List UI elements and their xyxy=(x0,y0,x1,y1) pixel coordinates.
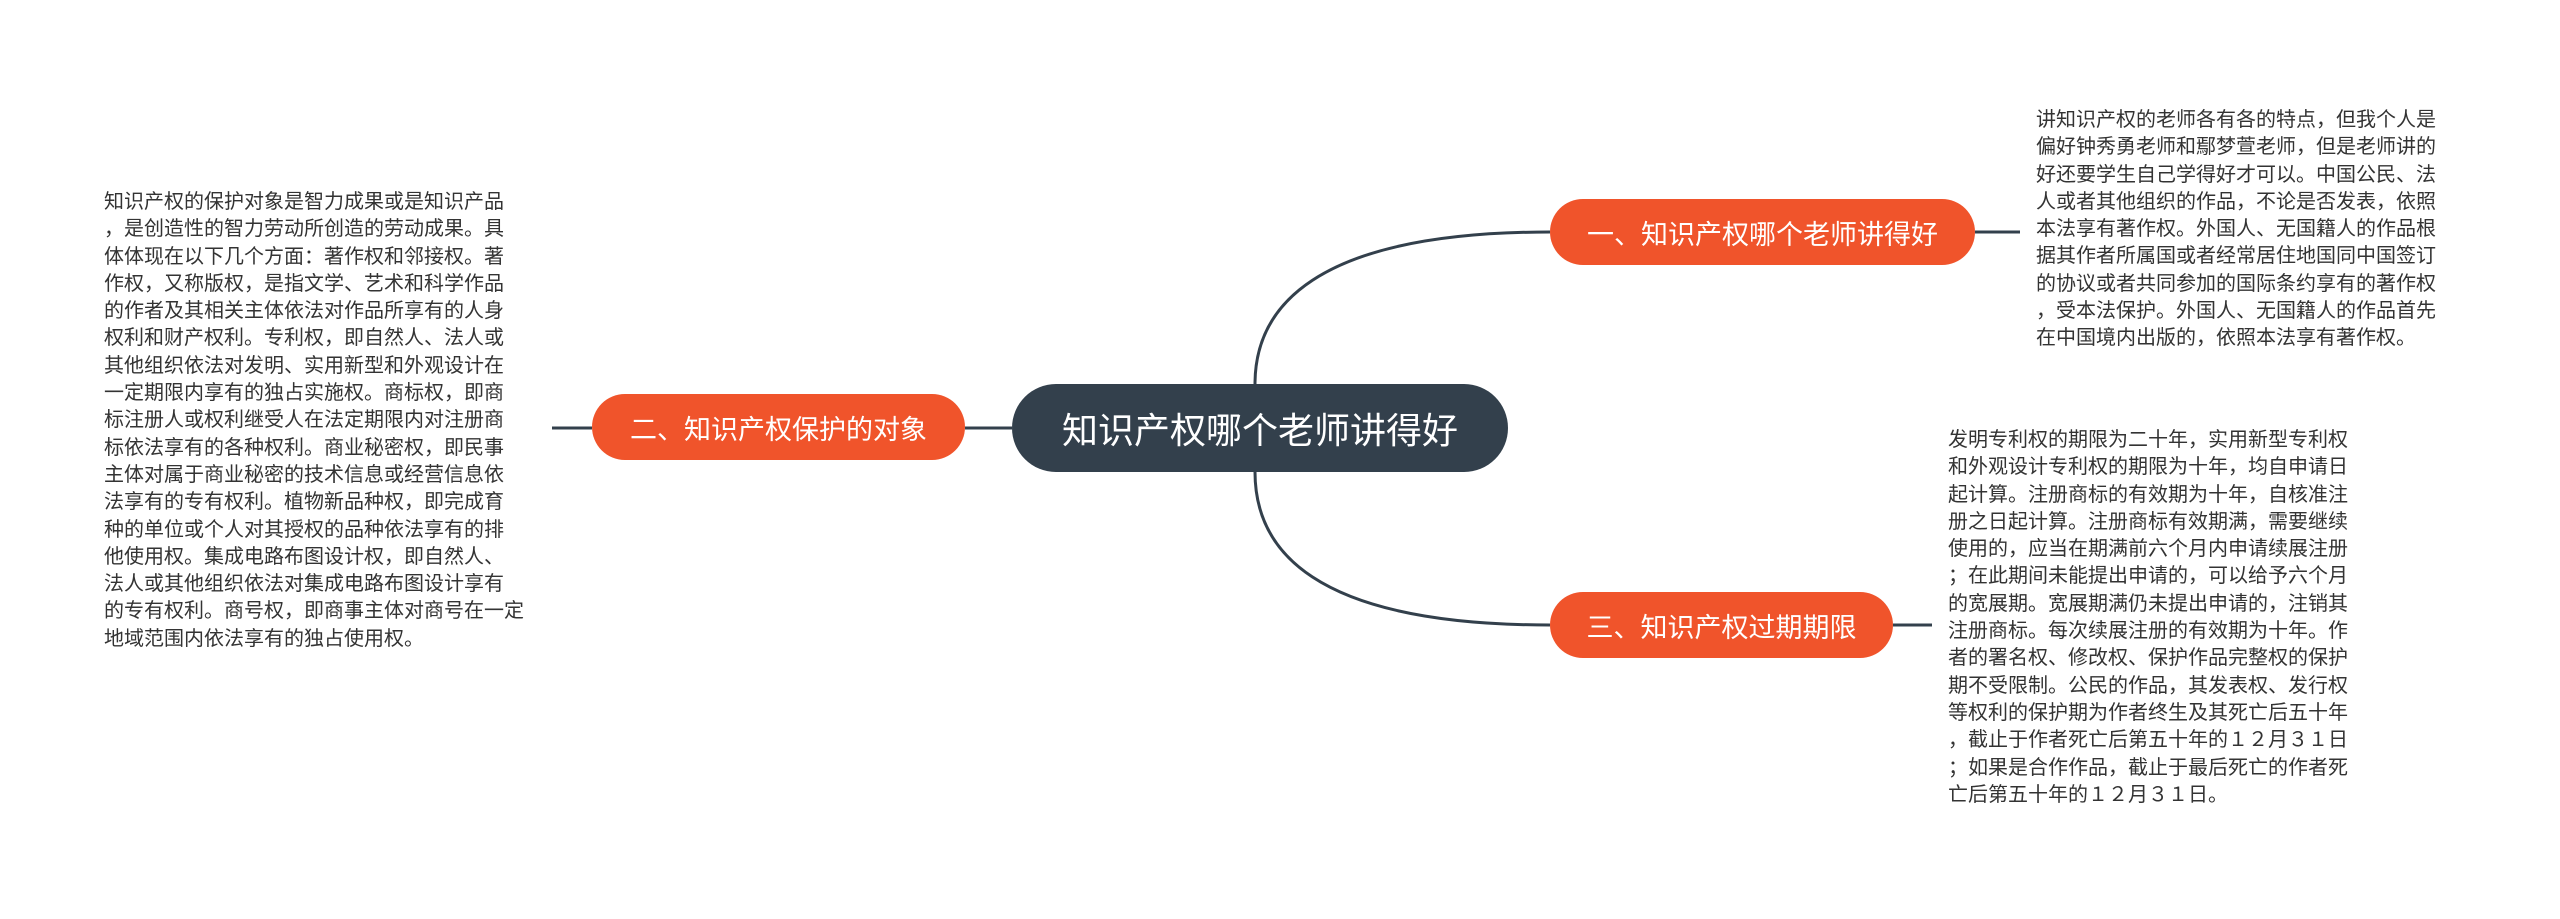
detail-text-line: 起计算。注册商标的有效期为十年，自核准注 xyxy=(1948,481,2348,506)
detail-text-line: ；在此期间未能提出申请的，可以给予六个月 xyxy=(1948,563,2348,588)
branch-topic-expiry-period[interactable]: 三、知识产权过期期限 xyxy=(1550,592,1893,658)
detail-text-line: 地域范围内依法享有的独占使用权。 xyxy=(104,625,424,650)
detail-text-line: 法享有的专有权利。植物新品种权，即完成育 xyxy=(104,489,504,514)
detail-text-line: 一定期限内享有的独占实施权。商标权，即商 xyxy=(104,380,504,405)
detail-text-line: 和外观设计专利权的期限为十年，均自申请日 xyxy=(1948,454,2348,479)
detail-text-expiry-period: 发明专利权的期限为二十年，实用新型专利权和外观设计专利权的期限为十年，均自申请日… xyxy=(1948,426,2348,808)
detail-text-line: 种的单位或个人对其授权的品种依法享有的排 xyxy=(104,516,504,541)
detail-text-protection-objects: 知识产权的保护对象是智力成果或是知识产品 ，是创造性的智力劳动所创造的劳动成果。具… xyxy=(104,188,524,652)
detail-text-line: 标依法享有的各种权利。商业秘密权，即民事 xyxy=(104,434,504,459)
detail-text-line: 他使用权。集成电路布图设计权，即自然人、 xyxy=(104,543,504,568)
detail-text-line: 知识产权的保护对象是智力成果或是知识产品 xyxy=(104,189,504,213)
detail-text-line: 等权利的保护期为作者终生及其死亡后五十年 xyxy=(1948,699,2348,724)
detail-text-line: 注册商标。每次续展注册的有效期为十年。作 xyxy=(1948,618,2348,643)
detail-text-line: 亡后第五十年的１２月３１日。 xyxy=(1948,781,2228,806)
detail-text-line: 法人或其他组织依法对集成电路布图设计享有 xyxy=(104,571,504,596)
detail-text-line: 的作者及其相关主体依法对作品所享有的人身 xyxy=(104,298,504,323)
branch-topic-protection-objects[interactable]: 二、知识产权保护的对象 xyxy=(592,394,965,460)
detail-text-line: 本法享有著作权。外国人、无国籍人的作品根 xyxy=(2036,216,2436,241)
detail-text-line: 的专有权利。商号权，即商事主体对商号在一定 xyxy=(104,598,524,623)
center-topic-label: 知识产权哪个老师讲得好 xyxy=(1061,411,1458,452)
branch-topic-label: 三、知识产权过期期限 xyxy=(1586,612,1857,644)
connector-center-branch-3 xyxy=(1253,471,1551,627)
detail-text-line: 据其作者所属国或者经常居住地国同中国签订 xyxy=(2036,243,2436,268)
branch-topic-label: 一、知识产权哪个老师讲得好 xyxy=(1587,219,1938,251)
detail-text-line: ；如果是合作作品，截止于最后死亡的作者死 xyxy=(1948,754,2348,779)
detail-text-line: 册之日起计算。注册商标有效期满，需要继续 xyxy=(1948,508,2348,533)
detail-text-line: 发明专利权的期限为二十年，实用新型专利权 xyxy=(1948,427,2348,451)
detail-text-line: 其他组织依法对发明、实用新型和外观设计在 xyxy=(104,352,504,377)
connector-center-branch-1 xyxy=(1253,230,1551,385)
center-topic[interactable]: 知识产权哪个老师讲得好 xyxy=(1012,384,1508,472)
detail-text-line: 的协议或者共同参加的国际条约享有的著作权 xyxy=(2036,270,2436,295)
detail-text-line: 好还要学生自己学得好才可以。中国公民、法 xyxy=(2036,161,2436,186)
detail-text-line: 权利和财产权利。专利权，即自然人、法人或 xyxy=(104,325,504,350)
detail-text-line: 体体现在以下几个方面：著作权和邻接权。著 xyxy=(104,243,504,268)
detail-text-line: 期不受限制。公民的作品，其发表权、发行权 xyxy=(1948,672,2348,697)
detail-text-line: 讲知识产权的老师各有各的特点，但我个人是 xyxy=(2036,107,2436,131)
detail-text-line: 作权，又称版权，是指文学、艺术和科学作品 xyxy=(104,270,504,295)
detail-text-line: ，是创造性的智力劳动所创造的劳动成果。具 xyxy=(104,216,504,241)
detail-text-teachers: 讲知识产权的老师各有各的特点，但我个人是偏好钟秀勇老师和鄢梦萱老师，但是老师讲的… xyxy=(2036,106,2436,352)
detail-text-line: ，受本法保护。外国人、无国籍人的作品首先 xyxy=(2036,298,2436,323)
detail-text-line: ，截止于作者死亡后第五十年的１２月３１日 xyxy=(1948,727,2348,752)
detail-text-line: 偏好钟秀勇老师和鄢梦萱老师，但是老师讲的 xyxy=(2036,134,2436,159)
branch-topic-label: 二、知识产权保护的对象 xyxy=(630,414,927,446)
branch-topic-teachers[interactable]: 一、知识产权哪个老师讲得好 xyxy=(1550,199,1975,265)
detail-text-line: 主体对属于商业秘密的技术信息或经营信息依 xyxy=(104,461,504,486)
detail-text-line: 使用的，应当在期满前六个月内申请续展注册 xyxy=(1948,536,2348,561)
detail-text-line: 标注册人或权利继受人在法定期限内对注册商 xyxy=(104,407,504,432)
detail-text-line: 的宽展期。宽展期满仍未提出申请的，注销其 xyxy=(1948,590,2348,615)
detail-text-line: 在中国境内出版的，依照本法享有著作权。 xyxy=(2036,325,2416,350)
detail-text-line: 者的署名权、修改权、保护作品完整权的保护 xyxy=(1948,645,2348,670)
detail-text-line: 人或者其他组织的作品，不论是否发表，依照 xyxy=(2036,188,2436,213)
